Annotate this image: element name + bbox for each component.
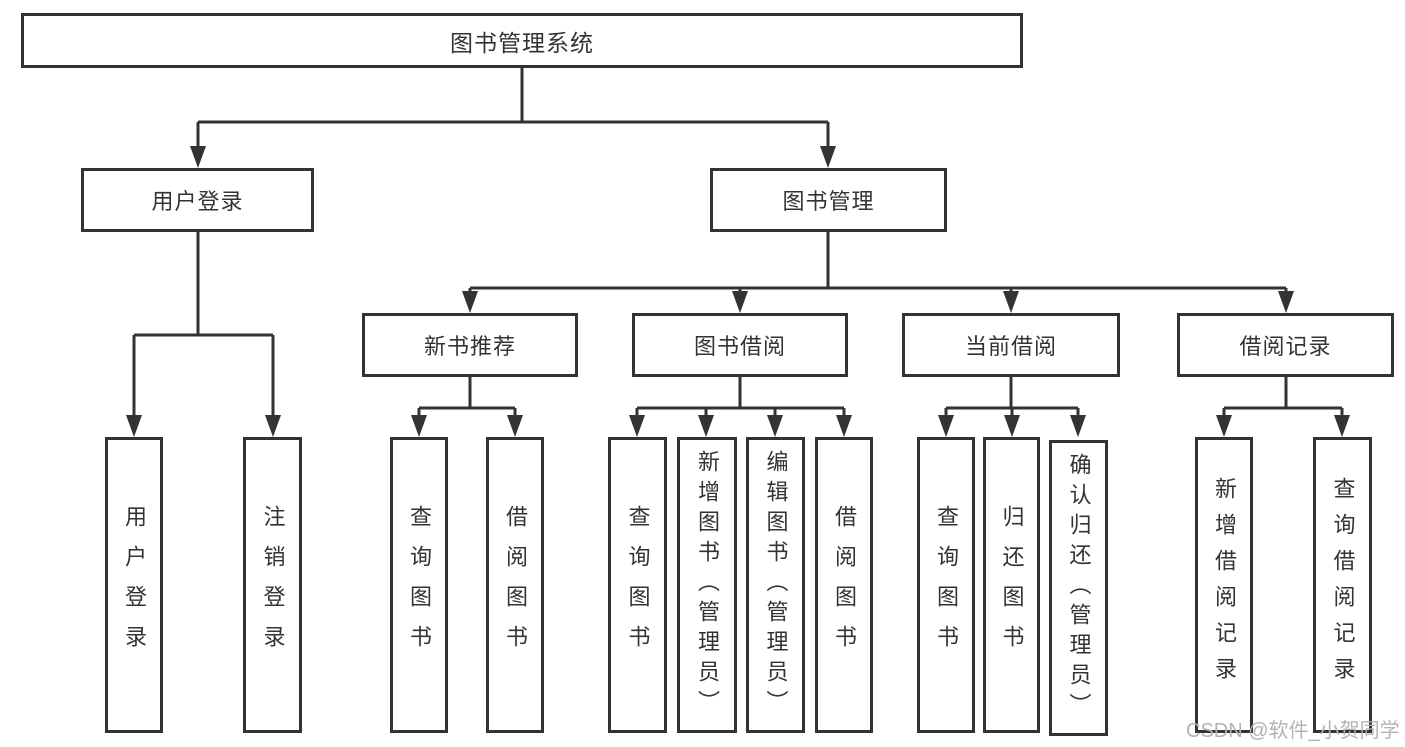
- node-leaf-edit-book-admin-label: 编辑图书（管理员）: [763, 450, 789, 720]
- node-leaf-add-book-admin-label: 新增图书（管理员）: [695, 450, 720, 720]
- node-leaf-return-books: 归还图书: [983, 437, 1040, 733]
- node-leaf-borrow-books-borrowing: 借阅图书: [815, 437, 873, 733]
- node-book-management: 图书管理: [710, 168, 947, 232]
- node-leaf-add-borrow-record-label: 新增借阅记录: [1212, 477, 1237, 693]
- connector-lines: [132, 68, 1344, 417]
- node-borrowing-records-label: 借阅记录: [1239, 334, 1332, 359]
- node-leaf-borrow-books-recommend: 借阅图书: [486, 437, 544, 733]
- node-borrowing-records: 借阅记录: [1177, 313, 1394, 377]
- node-current-borrowing: 当前借阅: [902, 313, 1120, 377]
- node-leaf-edit-book-admin: 编辑图书（管理员）: [746, 437, 805, 733]
- node-leaf-user-login: 用户登录: [105, 437, 163, 733]
- node-book-borrowing: 图书借阅: [632, 313, 848, 377]
- node-leaf-return-books-label: 归还图书: [999, 505, 1025, 665]
- node-leaf-borrow-books-borrowing-label: 借阅图书: [832, 505, 857, 665]
- node-leaf-query-borrow-record: 查询借阅记录: [1313, 437, 1372, 733]
- node-leaf-query-books-current: 查询图书: [917, 437, 975, 733]
- node-leaf-logout: 注销登录: [243, 437, 302, 733]
- node-book-management-label: 图书管理: [782, 189, 875, 214]
- node-leaf-confirm-return-admin-label: 确认归还（管理员）: [1066, 453, 1092, 723]
- watermark: CSDN @软件_小贺同学: [1186, 720, 1400, 742]
- node-leaf-query-borrow-record-label: 查询借阅记录: [1330, 477, 1356, 693]
- arrowheads: [126, 146, 1350, 437]
- node-user-login: 用户登录: [81, 168, 314, 232]
- node-new-book-recommend: 新书推荐: [362, 313, 578, 377]
- node-current-borrowing-label: 当前借阅: [964, 334, 1057, 359]
- node-book-borrowing-label: 图书借阅: [693, 334, 786, 359]
- node-new-book-recommend-label: 新书推荐: [423, 334, 516, 359]
- node-leaf-add-book-admin: 新增图书（管理员）: [677, 437, 737, 733]
- node-leaf-logout-label: 注销登录: [260, 505, 286, 665]
- node-leaf-borrow-books-recommend-label: 借阅图书: [503, 505, 528, 665]
- node-leaf-add-borrow-record: 新增借阅记录: [1195, 437, 1253, 733]
- node-leaf-query-books-current-label: 查询图书: [934, 505, 959, 665]
- node-library-system: 图书管理系统: [21, 13, 1023, 68]
- node-leaf-user-login-label: 用户登录: [122, 505, 147, 665]
- node-leaf-query-books-borrowing-label: 查询图书: [625, 505, 651, 665]
- node-library-system-label: 图书管理系统: [450, 29, 594, 56]
- node-leaf-query-books-recommend: 查询图书: [390, 437, 448, 733]
- node-leaf-query-books-recommend-label: 查询图书: [407, 505, 432, 665]
- node-leaf-query-books-borrowing: 查询图书: [608, 437, 667, 733]
- node-user-login-label: 用户登录: [151, 189, 244, 214]
- node-leaf-confirm-return-admin: 确认归还（管理员）: [1049, 440, 1108, 736]
